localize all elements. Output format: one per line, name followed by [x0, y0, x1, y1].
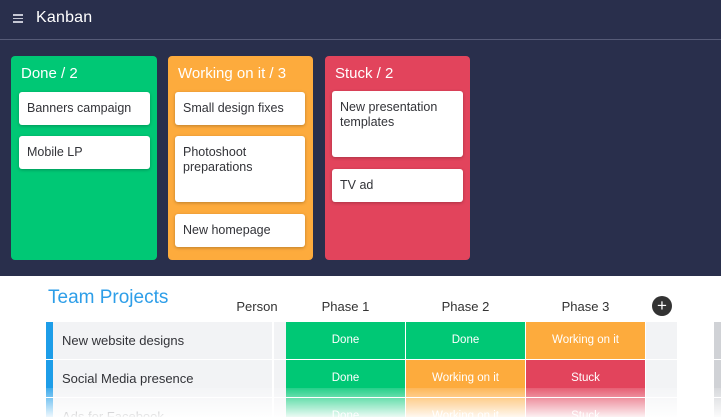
kanban-card[interactable]: Banners campaign [19, 92, 150, 125]
table-row: New website designs Done Done Working on… [46, 322, 721, 360]
status-cell-phase3[interactable]: Stuck [526, 360, 645, 397]
column-header-phase1: Phase 1 [321, 299, 370, 314]
status-cell-phase3[interactable]: Stuck [526, 398, 645, 417]
kanban-column-working: Working on it / 3 Small design fixes Pho… [168, 56, 313, 260]
table-row: Ads for Facebook Done Working on it Stuc… [46, 398, 721, 417]
row-name[interactable]: Social Media presence [53, 360, 273, 397]
column-title: Working on it / 3 [178, 65, 287, 82]
row-name[interactable]: Ads for Facebook [53, 398, 273, 417]
row-tail [646, 322, 677, 359]
status-cell-phase1[interactable]: Done [286, 360, 405, 397]
status-cell-phase2[interactable]: Working on it [406, 398, 525, 417]
status-cell-phase1[interactable]: Done [286, 398, 405, 417]
row-tail [646, 360, 677, 397]
column-header-phase3: Phase 3 [561, 299, 610, 314]
status-cell-phase2[interactable]: Done [406, 322, 525, 359]
row-color-marker [46, 360, 53, 397]
row-tail [646, 398, 677, 417]
hamburger-menu-icon[interactable] [13, 14, 23, 23]
scrollbar[interactable] [714, 398, 721, 417]
table-title: Team Projects [48, 287, 169, 308]
kanban-card[interactable]: New presentation templates [332, 91, 463, 157]
kanban-card[interactable]: New homepage [175, 214, 305, 247]
kanban-title: Kanban [36, 9, 93, 26]
kanban-card[interactable]: Photoshoot preparations [175, 136, 305, 202]
row-color-marker [46, 322, 53, 359]
kanban-card[interactable]: TV ad [332, 169, 463, 202]
kanban-card[interactable]: Mobile LP [19, 136, 150, 169]
column-header-phase2: Phase 2 [441, 299, 490, 314]
status-cell-phase1[interactable]: Done [286, 322, 405, 359]
status-cell-phase2[interactable]: Working on it [406, 360, 525, 397]
kanban-column-done: Done / 2 Banners campaign Mobile LP [11, 56, 157, 260]
column-header-person: Person [236, 299, 278, 314]
column-title: Done / 2 [21, 65, 78, 82]
plus-circle-icon[interactable]: + [652, 296, 672, 316]
row-color-marker [46, 398, 53, 417]
scrollbar[interactable] [714, 322, 721, 359]
kanban-header: Kanban [0, 0, 721, 40]
kanban-card[interactable]: Small design fixes [175, 92, 305, 125]
kanban-board: Kanban Done / 2 Banners campaign Mobile … [0, 0, 721, 276]
row-name[interactable]: New website designs [53, 322, 273, 359]
status-cell-phase3[interactable]: Working on it [526, 322, 645, 359]
table-row: Social Media presence Done Working on it… [46, 360, 721, 398]
kanban-column-stuck: Stuck / 2 New presentation templates TV … [325, 56, 470, 260]
scrollbar[interactable] [714, 360, 721, 397]
column-title: Stuck / 2 [335, 65, 394, 82]
